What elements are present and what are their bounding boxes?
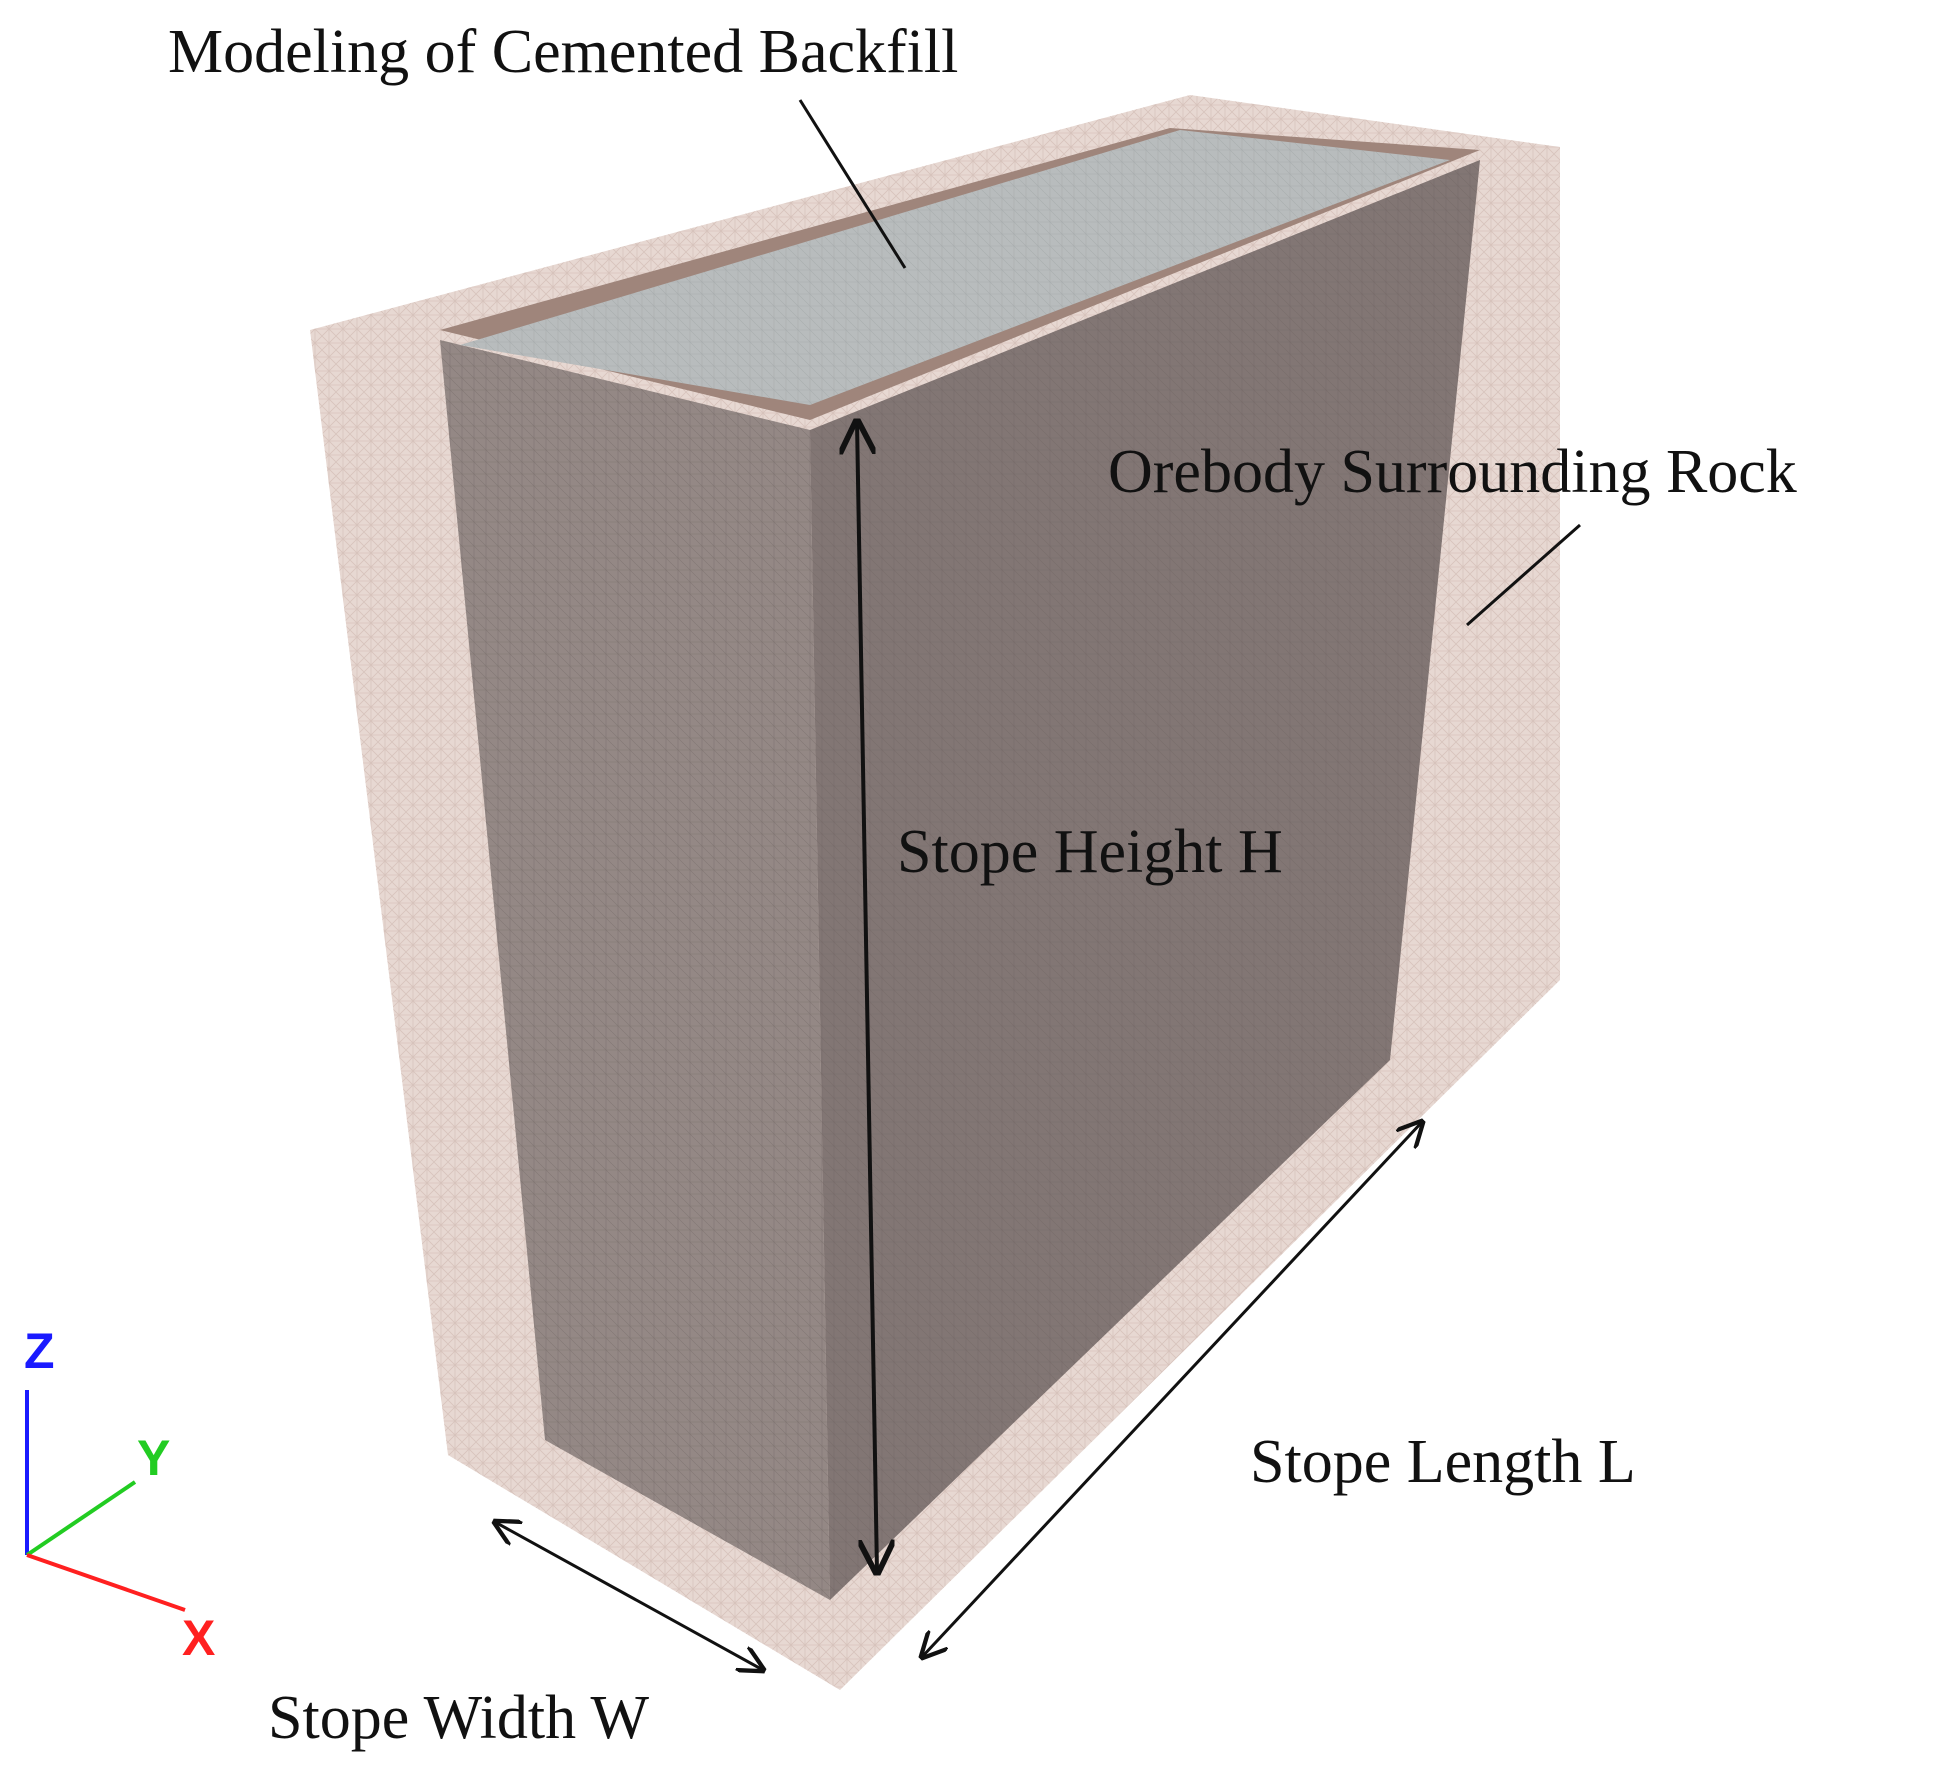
stope-left-mesh — [440, 340, 830, 1600]
y-axis-label: Y — [137, 1430, 170, 1486]
length-dimension-arrow — [922, 1122, 1422, 1657]
height-label: Stope Height H — [897, 818, 1283, 886]
z-axis-label: Z — [24, 1323, 55, 1379]
height-dimension-arrow — [857, 422, 877, 1572]
length-label: Stope Length L — [1250, 1428, 1636, 1496]
backfill-top-mesh — [460, 130, 1450, 405]
rock-label: Orebody Surrounding Rock — [1108, 438, 1797, 506]
axis-triad: Z Y X — [24, 1323, 215, 1666]
x-axis-line — [26, 1553, 186, 1612]
width-label: Stope Width W — [268, 1684, 649, 1752]
backfill-leader-line — [798, 99, 907, 269]
y-axis-line — [25, 1480, 137, 1557]
width-dimension-arrow — [495, 1522, 763, 1670]
backfill-label: Modeling of Cemented Backfill — [168, 18, 958, 86]
x-axis-label: X — [182, 1610, 215, 1666]
rock-leader-line — [1466, 523, 1581, 627]
